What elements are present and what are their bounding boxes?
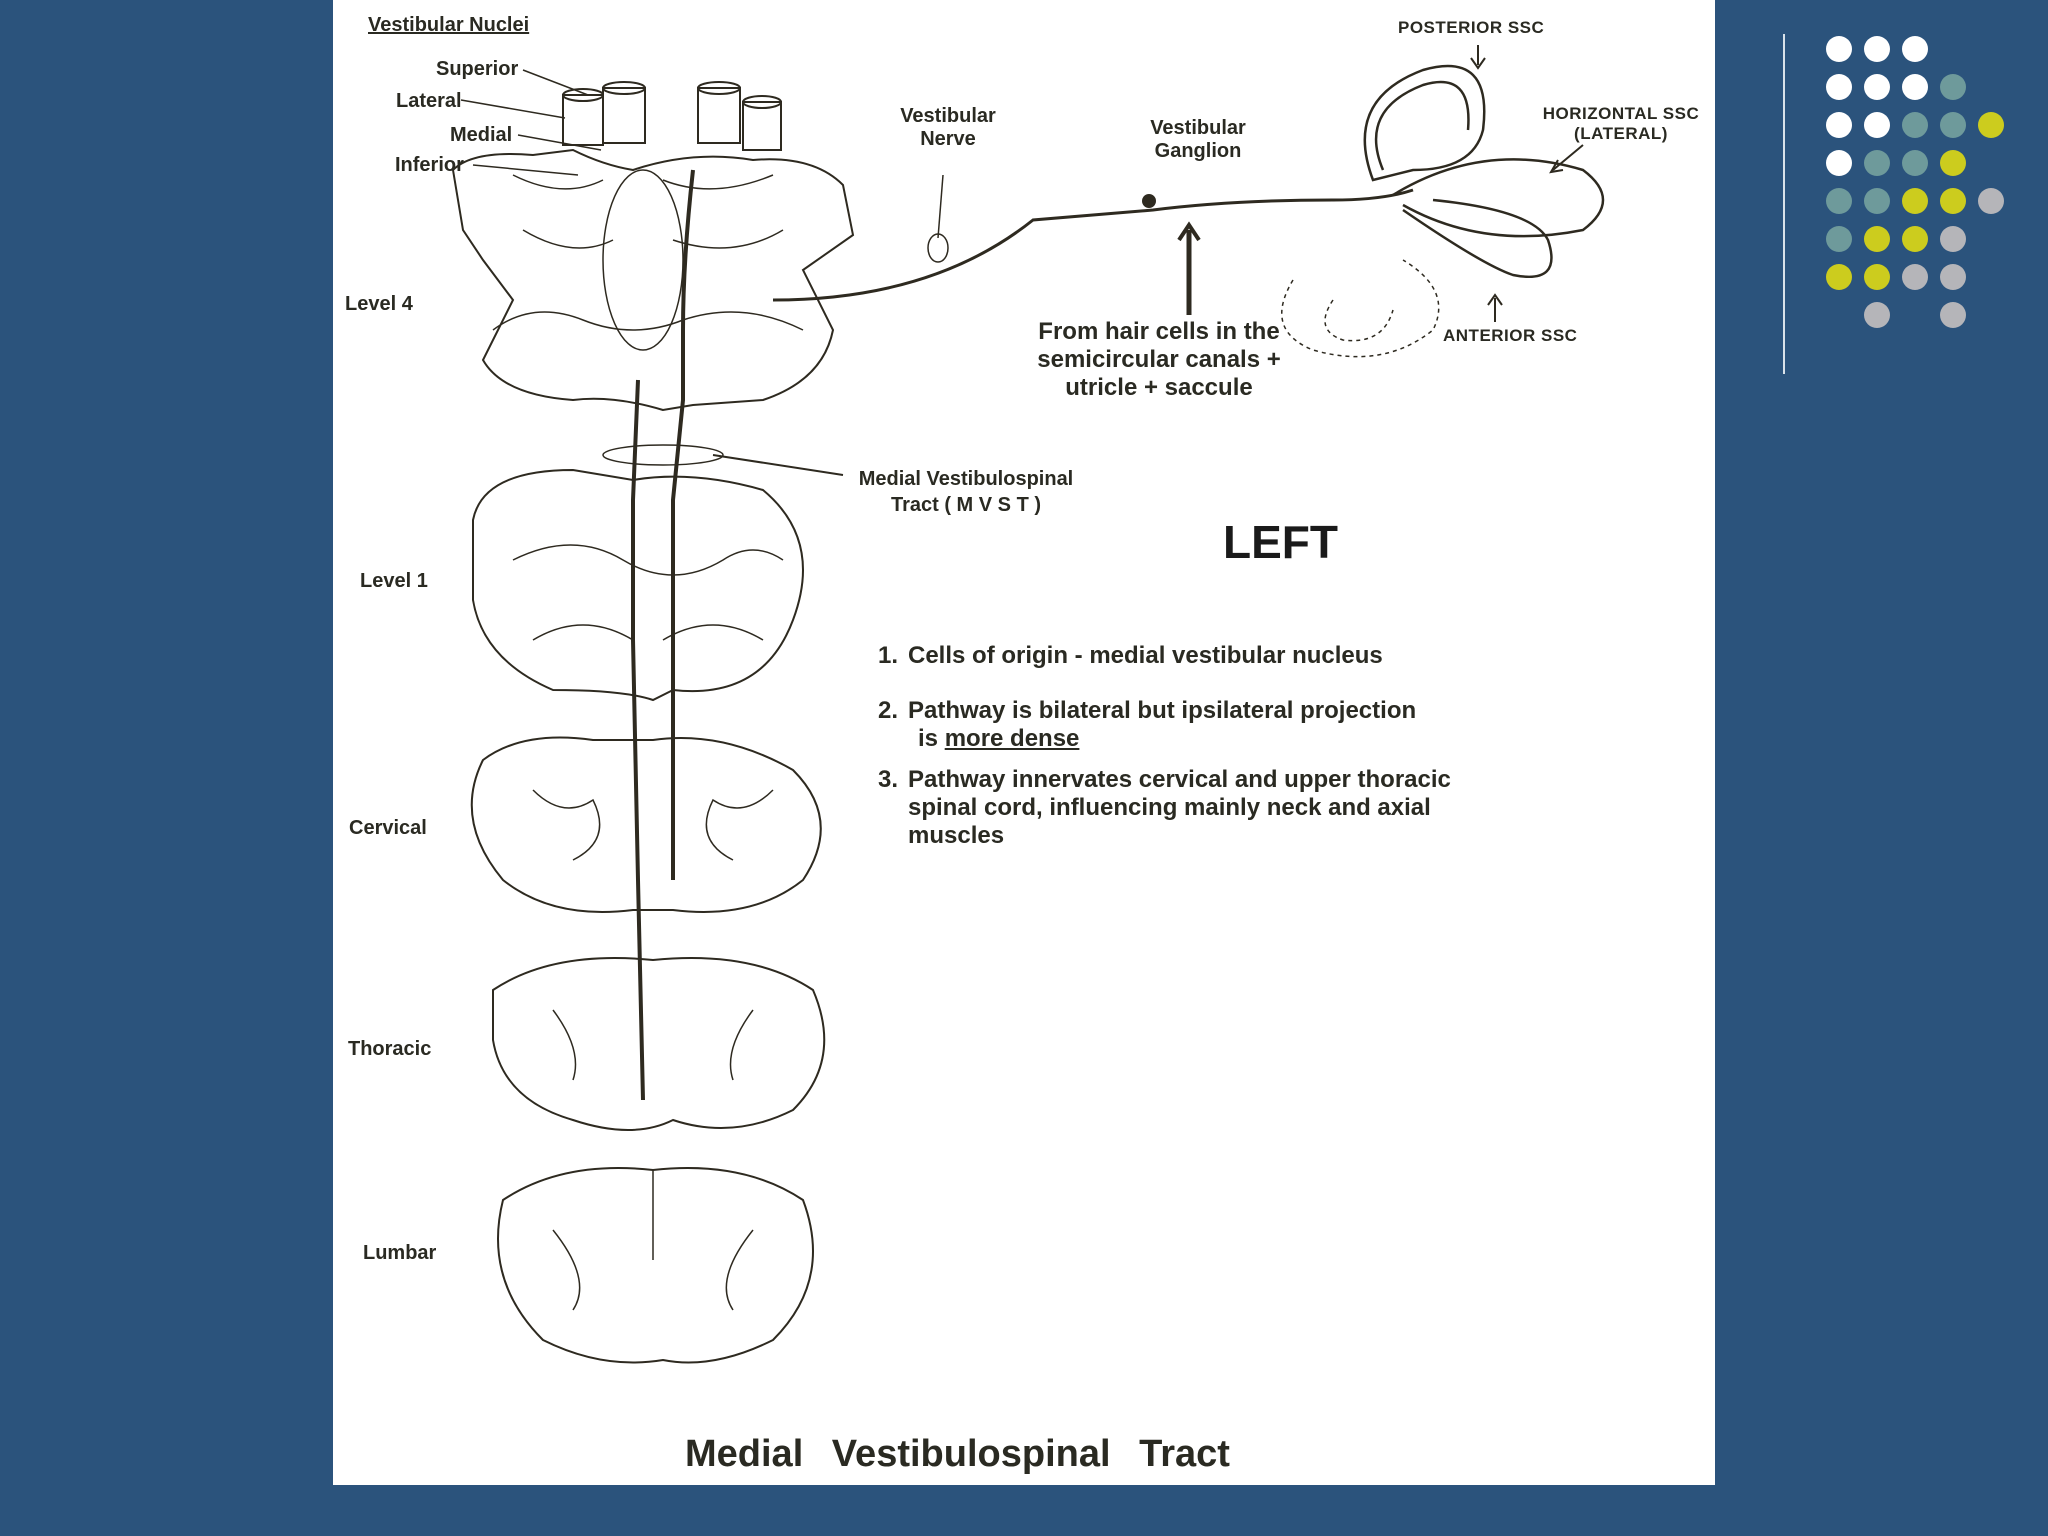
decor-dot	[1940, 188, 1966, 214]
note-3-num: 3.	[878, 766, 899, 793]
nuclei-heading: Vestibular Nuclei	[368, 14, 530, 36]
label-horizontal-ssc: HORIZONTAL SSC (LATERAL)	[1526, 104, 1716, 144]
decor-dot	[1902, 112, 1928, 138]
label-level4: Level 4	[345, 293, 413, 315]
decor-dot	[1864, 188, 1890, 214]
note-3-line2: spinal cord, influencing mainly neck and…	[908, 794, 1431, 821]
vestibular-nerve	[772, 188, 1414, 302]
cervical-section	[470, 736, 822, 913]
note-3: 3. Pathway innervates cervical and upper …	[878, 766, 1451, 850]
slide-caption: Medial Vestibulospinal Tract	[685, 1433, 1230, 1475]
hair-line3: utricle + saccule	[1065, 374, 1253, 401]
divider-line	[1783, 34, 1785, 374]
decor-dot	[1902, 150, 1928, 176]
brainstem-section	[451, 148, 855, 412]
decor-dot	[1864, 112, 1890, 138]
note-1: 1. Cells of origin - medial vestibular nu…	[878, 642, 1383, 670]
decor-dot	[1902, 188, 1928, 214]
label-anterior-ssc: ANTERIOR SSC	[1443, 326, 1578, 345]
decor-dot	[1902, 36, 1928, 62]
note-2-emphasis: more dense	[944, 725, 1080, 752]
note-2: 2. Pathway is bilateral but ipsilateral p…	[878, 697, 1416, 753]
diagram-panel: Vestibular Nuclei Superior Lateral Media…	[333, 0, 1715, 1485]
hair-line1: From hair cells in the	[1038, 318, 1280, 345]
decor-dot	[1902, 264, 1928, 290]
note-1-line1: Cells of origin - medial vestibular nucl…	[908, 642, 1383, 669]
decor-dot	[1826, 226, 1852, 252]
decor-dot	[1864, 36, 1890, 62]
label-cervical: Cervical	[349, 817, 427, 839]
hair-line2: semicircular canals +	[1037, 346, 1281, 373]
decor-dot	[1826, 188, 1852, 214]
decor-dot	[1940, 150, 1966, 176]
decor-dot	[1826, 112, 1852, 138]
ganglion-line1: Vestibular	[1150, 117, 1246, 139]
label-mvst: Medial Vestibulospinal Tract ( M V S T )	[841, 466, 1091, 518]
label-superior: Superior	[436, 58, 519, 80]
decor-dot	[1940, 226, 1966, 252]
decor-dot	[1864, 74, 1890, 100]
label-thoracic: Thoracic	[348, 1038, 432, 1060]
label-medial: Medial	[450, 124, 513, 146]
decor-dot	[1940, 74, 1966, 100]
decor-dot	[1826, 74, 1852, 100]
note-1-num: 1.	[878, 642, 899, 669]
nerve-line2: Nerve	[920, 128, 976, 150]
label-posterior-ssc: POSTERIOR SSC	[1398, 18, 1545, 37]
decor-dot	[1864, 302, 1890, 328]
note-3-line1: Pathway innervates cervical and upper th…	[908, 766, 1451, 793]
nerve-line1: Vestibular	[900, 105, 996, 127]
nuclei-cylinders	[562, 81, 782, 151]
thoracic-section	[492, 957, 826, 1131]
semicircular-canals	[1363, 64, 1605, 279]
medulla-section	[472, 468, 804, 702]
decor-dot	[1864, 264, 1890, 290]
decor-dot	[1826, 264, 1852, 290]
decor-dot	[1864, 226, 1890, 252]
label-vestibular-nerve: Vestibular Nerve	[898, 105, 998, 151]
decor-dot	[1978, 188, 2004, 214]
decor-dot	[1978, 112, 2004, 138]
decor-dot	[1826, 36, 1852, 62]
ganglion-line2: Ganglion	[1154, 140, 1242, 162]
label-inferior: Inferior	[395, 154, 464, 176]
note-2-line2-pre: is	[918, 725, 945, 752]
decor-dot	[1902, 74, 1928, 100]
mvst-line2: Tract ( M V S T )	[890, 494, 1042, 516]
horizontal-line2: (LATERAL)	[1574, 124, 1668, 143]
decor-dot	[1940, 264, 1966, 290]
note-2-num: 2.	[878, 697, 899, 724]
mvst-tract	[631, 169, 695, 1101]
label-lateral: Lateral	[396, 90, 462, 112]
label-level1: Level 1	[360, 570, 428, 592]
label-lumbar: Lumbar	[363, 1242, 437, 1264]
label-vestibular-ganglion: Vestibular Ganglion	[1133, 117, 1263, 163]
decor-dot	[1940, 302, 1966, 328]
note-3-line3: muscles	[908, 822, 1005, 849]
decor-dot	[1940, 112, 1966, 138]
decor-dot	[1902, 226, 1928, 252]
mvst-line1: Medial Vestibulospinal	[858, 468, 1074, 490]
note-2-line1: Pathway is bilateral but ipsilateral pro…	[908, 697, 1417, 724]
decor-dot	[1864, 150, 1890, 176]
side-label: LEFT	[1223, 516, 1338, 568]
pathway-drawing	[451, 45, 1605, 1364]
lumbar-section	[497, 1167, 814, 1364]
label-hair-cells: From hair cells in the semicircular cana…	[991, 318, 1327, 402]
decor-dot	[1826, 150, 1852, 176]
horizontal-line1: HORIZONTAL SSC	[1542, 104, 1700, 123]
